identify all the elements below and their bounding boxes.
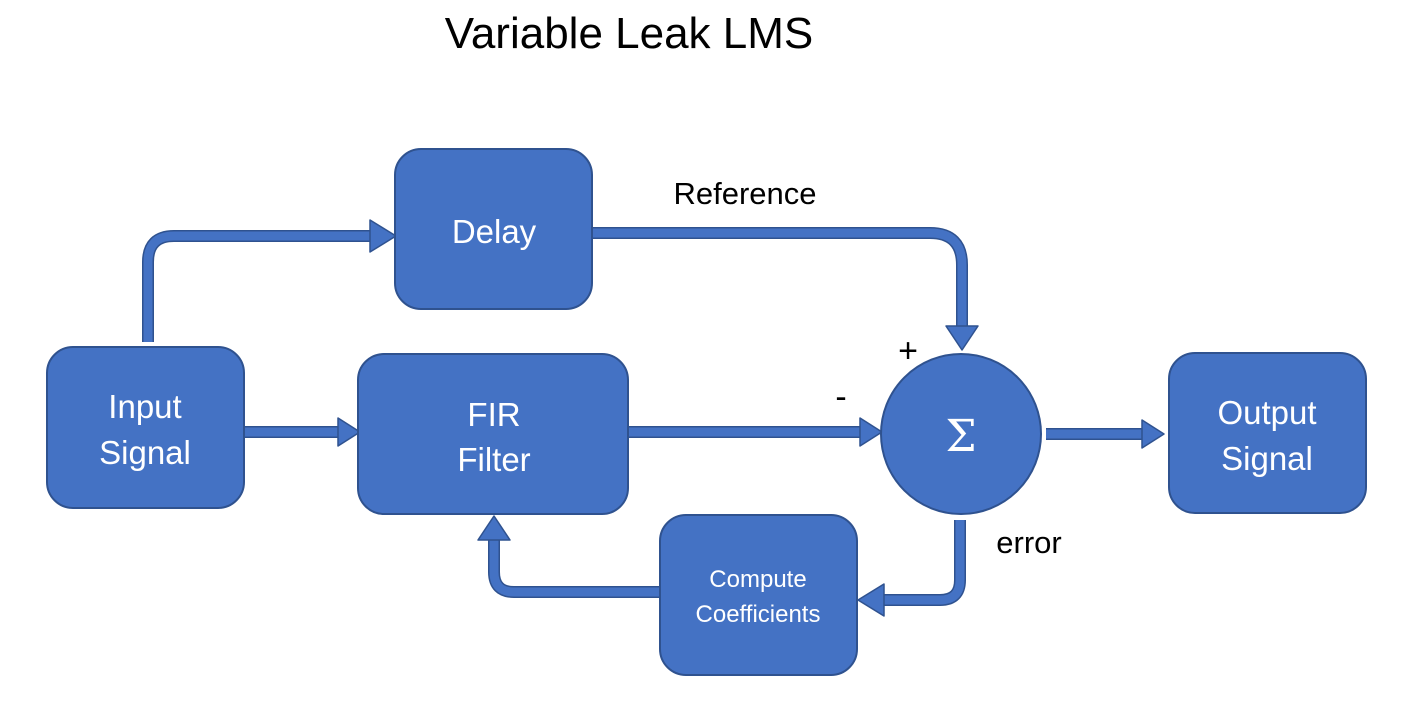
arrow-input-to-fir bbox=[244, 417, 361, 447]
output-signal-block: Output Signal bbox=[1168, 352, 1367, 514]
output-signal-label-line1: Output bbox=[1217, 394, 1316, 431]
connectors bbox=[142, 219, 1165, 617]
input-signal-label-line1: Input bbox=[108, 388, 181, 425]
input-signal-block: Input Signal bbox=[46, 346, 245, 509]
fir-filter-label-line2: Filter bbox=[457, 441, 530, 478]
error-label: error bbox=[996, 525, 1061, 560]
compute-coefficients-label-line1: Compute bbox=[709, 566, 806, 593]
plus-sign: + bbox=[898, 332, 918, 370]
fir-filter-label-line1: FIR bbox=[467, 396, 520, 433]
arrow-sum-to-compute bbox=[857, 520, 966, 617]
arrow-fir-to-sum bbox=[628, 417, 883, 447]
delay-label: Delay bbox=[452, 213, 537, 250]
diagram-title: Variable Leak LMS bbox=[445, 9, 814, 58]
arrow-sum-to-output bbox=[1046, 419, 1165, 449]
compute-coefficients-label-line2: Coefficients bbox=[696, 601, 821, 628]
arrow-input-to-delay bbox=[142, 219, 397, 342]
reference-label: Reference bbox=[673, 176, 816, 211]
delay-block: Delay bbox=[394, 148, 593, 310]
fir-filter-block: FIR Filter bbox=[357, 353, 629, 515]
sigma-symbol: Σ bbox=[945, 411, 976, 462]
compute-coefficients-block: Compute Coefficients bbox=[659, 514, 858, 676]
arrow-delay-to-sum bbox=[592, 227, 979, 351]
output-signal-label-line2: Signal bbox=[1221, 440, 1313, 477]
summation-node: Σ bbox=[880, 353, 1042, 515]
arrow-compute-to-fir bbox=[477, 515, 660, 598]
minus-sign: - bbox=[835, 378, 846, 416]
input-signal-label-line2: Signal bbox=[99, 434, 191, 471]
